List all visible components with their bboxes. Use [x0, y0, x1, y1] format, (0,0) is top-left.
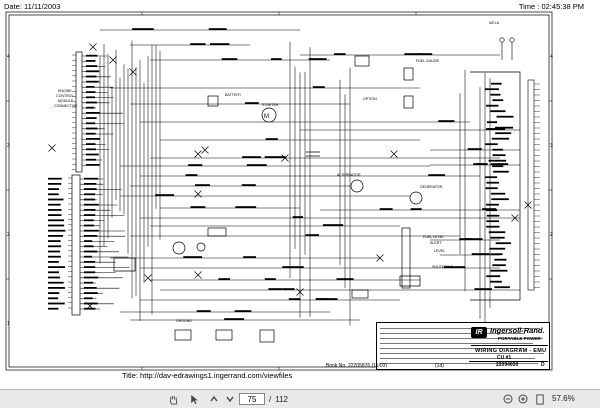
title-block: IR Ingersoll-Rand. PORTABLE POWER WIRING… — [376, 322, 550, 370]
svg-text:OPTION: OPTION — [363, 97, 377, 101]
print-time: Time : 02:45:38 PM — [518, 2, 584, 11]
vertical-wires — [99, 40, 491, 329]
component-labels: ENGINE CONTROL MODULE CONNECTOR STARTER … — [54, 21, 500, 323]
drawing-number: 22094650 — [496, 362, 519, 368]
svg-text:FUEL LEVEL: FUEL LEVEL — [423, 235, 444, 239]
svg-text:LEVEL: LEVEL — [434, 249, 445, 253]
page-navigator: / 112 — [239, 393, 288, 405]
svg-text:GENERATOR: GENERATOR — [420, 185, 443, 189]
page-separator: / — [269, 394, 272, 404]
svg-text:GROUND: GROUND — [176, 319, 192, 323]
select-arrow-icon[interactable] — [186, 392, 202, 406]
book-number: Book No. 22205876 (11/03) — [326, 363, 388, 369]
svg-text:CONNECTOR: CONNECTOR — [54, 104, 77, 108]
title-url: Title: http://dav-edrawings1.ingerrand.c… — [122, 371, 293, 380]
revision-letter: D — [541, 362, 545, 368]
page-down-icon[interactable] — [222, 392, 238, 406]
drawing-subtitle: CU #1 — [497, 355, 512, 361]
svg-text:3: 3 — [550, 143, 553, 149]
page-number-input[interactable] — [239, 393, 265, 405]
zoom-in-icon[interactable] — [515, 392, 531, 406]
svg-text:MODULE: MODULE — [58, 99, 74, 103]
zone-numbers: 4 3 2 1 4 3 2 — [7, 54, 553, 327]
zoom-out-icon[interactable] — [500, 392, 516, 406]
svg-text:MCI-A: MCI-A — [489, 21, 500, 25]
ecm-pin-marks — [68, 54, 76, 309]
revision-notes — [377, 323, 544, 369]
components: M — [113, 55, 521, 343]
company-logo: IR Ingersoll-Rand. PORTABLE POWER — [471, 324, 547, 344]
drawing-number-cell: 22094650 D — [469, 361, 548, 370]
svg-text:4: 4 — [550, 54, 553, 60]
svg-text:ALERT: ALERT — [430, 241, 442, 245]
svg-text:BATTERY: BATTERY — [225, 93, 242, 97]
svg-text:3: 3 — [7, 143, 10, 149]
svg-text:ENGINE: ENGINE — [58, 89, 72, 93]
svg-text:4: 4 — [7, 54, 10, 60]
division-name: PORTABLE POWER — [498, 336, 541, 341]
svg-text:STARTER: STARTER — [262, 103, 279, 107]
brand-name: Ingersoll-Rand. — [490, 326, 545, 335]
hand-tool-icon[interactable] — [165, 392, 181, 406]
drawing-title-cell: WIRING DIAGRAM - EMU — [471, 345, 548, 358]
page-total: 112 — [275, 394, 288, 404]
svg-text:M: M — [264, 114, 269, 120]
horizontal-wires — [100, 29, 520, 321]
right-terminal-strip — [499, 37, 535, 291]
drawing-subtitle-cell: CU #1 — [471, 355, 548, 362]
zone-ticks — [6, 12, 552, 370]
page-up-icon[interactable] — [206, 392, 222, 406]
wire-tags — [48, 28, 514, 320]
viewer-toolbar: / 112 57.6% — [0, 389, 600, 408]
drawing-title: WIRING DIAGRAM - EMU — [475, 348, 547, 354]
svg-text:FUEL GAUGE: FUEL GAUGE — [416, 59, 440, 63]
sheet-label: (1d) — [435, 363, 444, 369]
document-page: Date: 11/11/2003 Time : 02:45:38 PM 4 3 2 1… — [0, 0, 600, 389]
x-marks — [48, 43, 532, 310]
svg-text:2: 2 — [550, 232, 553, 238]
fit-page-icon[interactable] — [532, 392, 548, 406]
svg-text:2: 2 — [7, 232, 10, 238]
wiring-diagram: 4 3 2 1 4 3 2 M — [5, 11, 553, 371]
svg-text:SHUTDOWN: SHUTDOWN — [432, 265, 454, 269]
print-date: Date: 11/11/2003 — [4, 2, 61, 11]
right-pin-marks — [534, 83, 540, 288]
svg-text:CONTROL: CONTROL — [56, 94, 74, 98]
zoom-level: 57.6% — [552, 394, 575, 403]
ir-logo-icon: IR — [471, 327, 487, 338]
svg-text:ALTERNATOR: ALTERNATOR — [337, 173, 361, 177]
svg-text:1: 1 — [7, 321, 10, 327]
